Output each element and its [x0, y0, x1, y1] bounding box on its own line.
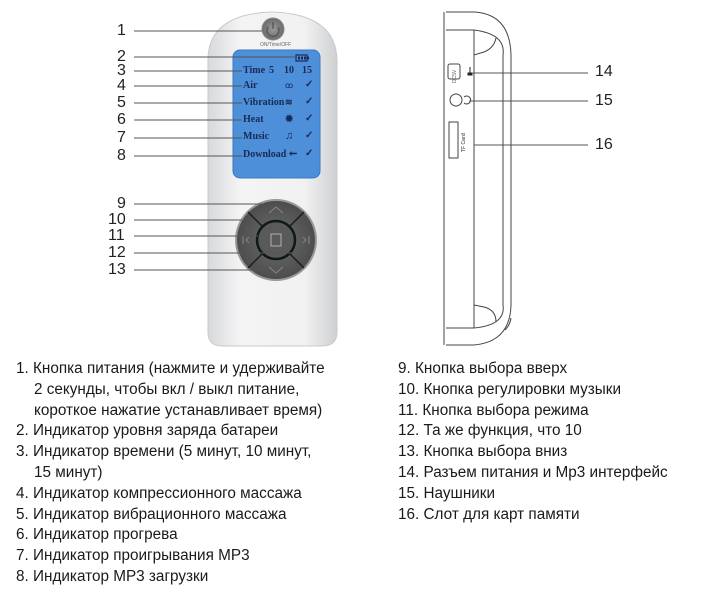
legend-item-9: 9. Кнопка выбора вверх	[398, 360, 568, 377]
legend-item-12: 12. Та же функция, что 10	[398, 422, 582, 440]
callout-5: 5	[117, 94, 126, 111]
legend-item-10: 10. Кнопка регулировки музыки	[398, 380, 622, 398]
callout-13: 13	[108, 261, 126, 278]
power-label: ON/Time/OFF	[260, 42, 292, 48]
battery-icon	[295, 54, 309, 62]
music-note-icon: ♫	[285, 130, 294, 142]
usb-port-icon	[467, 67, 473, 76]
heat-icon: ✹	[285, 114, 294, 125]
dc5v-label: DC5V	[452, 69, 458, 83]
tf-card-label: TF Card	[461, 133, 467, 152]
device-side-view	[443, 11, 512, 346]
callout-10: 10	[108, 211, 126, 228]
vibration-waves-icon: ≋	[285, 97, 293, 107]
chevron-down-icon	[268, 266, 284, 274]
check-icon: ✓	[305, 79, 314, 90]
legend-item-6: 6. Индикатор прогрева	[16, 526, 178, 544]
check-icon: ✓	[305, 148, 314, 159]
legend-item-7: 7. Индикатор проигрывания MP3	[16, 547, 250, 565]
lcd-row-download: Download	[243, 149, 287, 160]
legend-item-2: 2. Индикатор уровня заряда батареи	[16, 422, 279, 440]
legend-item-3: 3. Индикатор времени (5 минут, 10 минут,	[16, 443, 312, 461]
lcd-time-label: Time	[243, 65, 266, 76]
lcd-screen	[232, 49, 321, 179]
air-waves-icon: ꝏ	[285, 81, 294, 90]
callout-4: 4	[117, 77, 126, 94]
legend-item-1-line2: 2 секунды, чтобы вкл / выкл питание,	[34, 380, 300, 398]
legend-left: 1. Кнопка питания (нажмите и удерживайте…	[16, 359, 325, 588]
legend-item-11: 11. Кнопка выбора режима	[398, 401, 589, 419]
lcd-time-10: 10	[284, 65, 294, 76]
callout-7: 7	[117, 129, 126, 146]
lcd-row-vibration: Vibration	[243, 97, 285, 108]
callout-11: 11	[108, 227, 125, 244]
next-track-icon	[302, 236, 310, 244]
legend-item-13: 13. Кнопка выбора вниз	[398, 443, 568, 461]
check-icon: ✓	[305, 130, 314, 141]
lcd-row-air: Air	[243, 80, 258, 91]
usb-icon: ⭠	[289, 148, 297, 159]
legend-item-16: 16. Слот для карт памяти	[398, 505, 580, 523]
prev-track-icon	[242, 236, 250, 244]
callout-6: 6	[117, 111, 126, 128]
legend-item-3-line2: 15 минут)	[34, 463, 103, 481]
callout-15: 15	[595, 92, 613, 109]
callout-1: 1	[117, 22, 126, 39]
chevron-up-icon	[268, 206, 284, 214]
callout-8: 8	[117, 147, 126, 164]
check-icon: ✓	[305, 113, 314, 124]
callout-3: 3	[117, 62, 126, 79]
callout-16: 16	[595, 136, 613, 153]
callout-2: 2	[117, 48, 126, 65]
callout-12: 12	[108, 244, 126, 261]
legend-item-1: 1. Кнопка питания (нажмите и удерживайте	[16, 360, 325, 377]
mode-button	[255, 219, 297, 261]
power-icon	[266, 22, 280, 37]
lcd-time-5: 5	[269, 65, 274, 76]
lcd-row-music: Music	[243, 131, 270, 142]
callout-9: 9	[117, 195, 126, 212]
legend-item-4: 4. Индикатор компрессионного массажа	[16, 484, 302, 502]
check-icon: ✓	[305, 96, 314, 107]
legend-item-1-line3: короткое нажатие устанавливает время)	[34, 401, 323, 419]
lcd-row-heat: Heat	[243, 114, 264, 125]
callout-14: 14	[595, 63, 613, 80]
legend-item-14: 14. Разъем питания и Mp3 интерфейс	[398, 463, 668, 481]
legend-item-5: 5. Индикатор вибрационного массажа	[16, 505, 287, 523]
lcd-time-15: 15	[302, 65, 312, 76]
legend-item-8: 8. Индикатор MP3 загрузки	[16, 567, 209, 585]
legend-right: 9. Кнопка выбора вверх 10. Кнопка регули…	[398, 359, 668, 525]
legend-item-15: 15. Наушники	[398, 484, 496, 502]
